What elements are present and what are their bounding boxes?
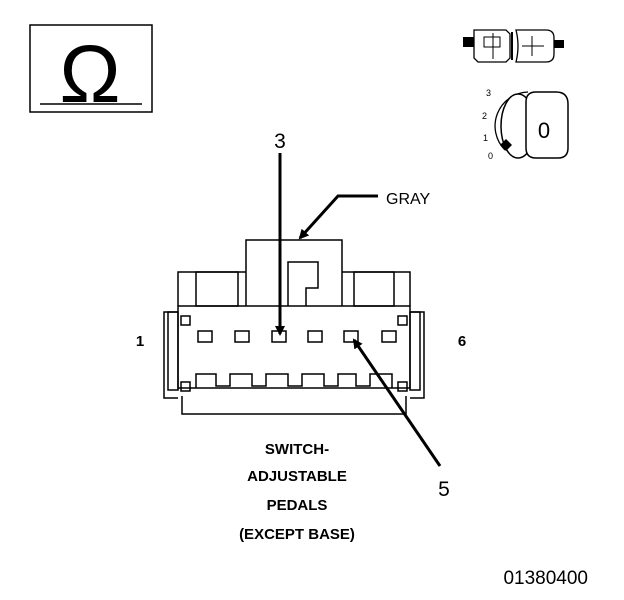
wire-color-label: GRAY xyxy=(386,191,430,208)
cavity-5 xyxy=(343,330,359,343)
caption-line-1: SWITCH- xyxy=(265,441,329,458)
caption-line-3: PEDALS xyxy=(267,497,328,514)
ignition-position-2: 2 xyxy=(482,111,487,121)
ignition-position-3: 3 xyxy=(486,88,491,98)
key-position-label: 0 xyxy=(538,118,550,143)
cavity-4 xyxy=(307,330,323,343)
callout-cavity-5: 5 xyxy=(352,338,450,501)
pin-label-left: 1 xyxy=(136,333,144,350)
callout-cavity-3: 3 xyxy=(274,130,286,336)
cavity-2 xyxy=(234,330,250,343)
callout-gray-wire: GRAY xyxy=(298,191,430,240)
ignition-position-0: 0 xyxy=(488,151,493,161)
caption-line-4: (EXCEPT BASE) xyxy=(239,526,355,543)
ignition-key-icon: 3 2 1 0 0 xyxy=(482,88,569,161)
ohmmeter-symbol: Ω xyxy=(29,24,153,120)
component-caption: SWITCH- ADJUSTABLE PEDALS (EXCEPT BASE) xyxy=(239,441,355,543)
figure-id: 01380400 xyxy=(503,568,588,589)
pin-cavities xyxy=(197,330,397,343)
disconnect-connector-icon xyxy=(463,29,564,63)
connector-body xyxy=(163,239,425,415)
cavity-6 xyxy=(381,330,397,343)
ignition-position-1: 1 xyxy=(483,133,488,143)
pin-label-right: 6 xyxy=(458,333,466,350)
cavity-3-label: 3 xyxy=(274,130,286,153)
caption-line-2: ADJUSTABLE xyxy=(247,468,347,485)
cavity-1 xyxy=(197,330,213,343)
ohm-icon: Ω xyxy=(59,29,120,120)
ohmmeter-frame xyxy=(29,24,153,113)
cavity-5-label: 5 xyxy=(438,478,450,501)
